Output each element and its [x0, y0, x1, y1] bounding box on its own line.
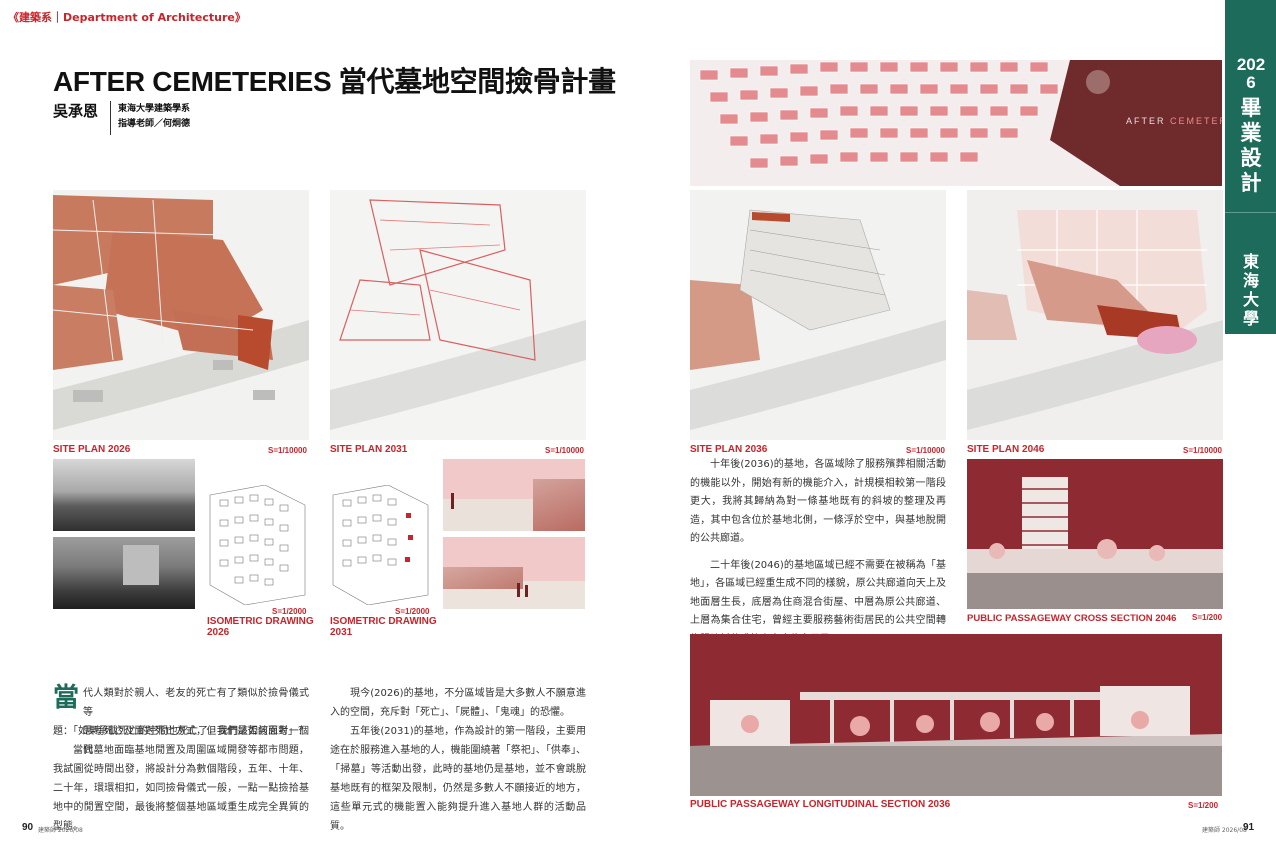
- scale-iso-2026: S=1/2000: [272, 607, 307, 616]
- scale-site-plan-2046: S=1/10000: [1183, 446, 1222, 455]
- scale-site-plan-2031: S=1/10000: [545, 446, 584, 455]
- site-plan-2036-image: [690, 190, 946, 440]
- site-photo-1: [53, 459, 195, 531]
- caption-site-plan-2031: SITE PLAN 2031: [330, 444, 408, 455]
- rendering-slope-a: [533, 479, 585, 531]
- author-divider: [110, 101, 111, 135]
- page-title: AFTER CEMETERIES 當代墓地空間撿骨計畫: [53, 66, 616, 97]
- intro-line-3: 題：「如果承載死亡的空間也死亡了，我們該如何面對」？: [53, 726, 308, 737]
- caption-iso-2026-line2: 2026: [207, 627, 230, 638]
- body-text-col-3: 十年後(2036)的基地，各區域除了服務殯葬相關活動的機能以外，開始有新的機能介…: [690, 456, 946, 649]
- hero-overlay-after: AFTER: [1126, 116, 1166, 126]
- cross-section-image: [967, 459, 1223, 609]
- intro-line-2: 思考死亡及面對死亡方式，但我們是否該思考一個問: [83, 726, 309, 756]
- page-number-left: 90: [22, 822, 34, 833]
- body-text-col-2: 現今(2026)的基地，不分區域皆是大多數人不願意進入的空間，充斥對「死亡」、「…: [330, 684, 586, 836]
- site-plan-2026-image: [53, 190, 309, 440]
- hero-overlay-title: AFTER CEMETERIES: [1126, 116, 1222, 126]
- page-number-right: 91: [1243, 822, 1255, 833]
- paragraph: 當代墓地面臨基地閒置及周圍區域開發等都市問題，我試圖從時間出發，將設計分為數個階…: [53, 745, 309, 832]
- side-tab: 2026 畢業設計 東海大學: [1225, 0, 1276, 334]
- paragraph: 五年後(2031)的基地，作為設計的第一階段，主要用途在於服務進入基地的人，機能…: [330, 726, 586, 832]
- author-advisor: 指導老師／何炯德: [118, 119, 191, 129]
- intro-line-1: 代人類對於親人、老友的死亡有了類似於撿骨儀式等: [83, 688, 309, 718]
- caption-site-plan-2046: SITE PLAN 2046: [967, 444, 1045, 455]
- author-name: 吳承恩: [53, 102, 99, 120]
- caption-iso-2031-line2: 2031: [330, 627, 353, 638]
- side-tab-label: 畢業設計: [1240, 96, 1262, 195]
- figure-person: [525, 585, 528, 597]
- isometric-2026-image: [205, 484, 310, 606]
- figure-person: [517, 583, 520, 597]
- hero-overlay-cemeteries: CEMETERIES: [1170, 116, 1222, 126]
- folio-left: 建築師 2026/08: [38, 827, 83, 834]
- caption-longitudinal-section: PUBLIC PASSAGEWAY LONGITUDINAL SECTION 2…: [690, 799, 951, 810]
- side-tab-school: 東海大學: [1242, 252, 1259, 328]
- paragraph: 現今(2026)的基地，不分區域皆是大多數人不願意進入的空間，充斥對「死亡」、「…: [330, 688, 586, 718]
- caption-site-plan-2036: SITE PLAN 2036: [690, 444, 768, 455]
- site-photo-2: [53, 537, 195, 609]
- paragraph: 十年後(2036)的基地，各區域除了服務殯葬相關活動的機能以外，開始有新的機能介…: [690, 459, 946, 544]
- scale-iso-2031: S=1/2000: [395, 607, 430, 616]
- caption-site-plan-2026: SITE PLAN 2026: [53, 444, 131, 455]
- scale-longitudinal-section: S=1/200: [1188, 801, 1219, 810]
- caption-cross-section: PUBLIC PASSAGEWAY CROSS SECTION 2046: [967, 613, 1177, 624]
- rendering-2031-a: [443, 459, 585, 531]
- rendering-2031-b: [443, 537, 585, 609]
- isometric-2031-image: [328, 484, 433, 606]
- caption-iso-2031: ISOMETRIC DRAWING 2031: [330, 616, 437, 638]
- rendering-steps-b: [443, 567, 523, 589]
- side-tab-divider: [1225, 212, 1276, 213]
- scale-cross-section: S=1/200: [1192, 613, 1223, 622]
- caption-iso-2026: ISOMETRIC DRAWING 2026: [207, 616, 314, 638]
- department-header: 《建築系｜Department of Architecture》: [8, 11, 246, 24]
- figure-person: [451, 493, 454, 509]
- scale-site-plan-2026: S=1/10000: [268, 446, 307, 455]
- hero-rendering: AFTER CEMETERIES: [690, 60, 1222, 186]
- body-text-col-1: 當 代人類對於親人、老友的死亡有了類似於撿骨儀式等 思考死亡及面對死亡方式，但我…: [53, 684, 309, 836]
- photo-building: [123, 545, 159, 585]
- drop-cap: 當: [53, 683, 80, 713]
- scale-site-plan-2036: S=1/10000: [906, 446, 945, 455]
- longitudinal-section-image: [690, 634, 1222, 796]
- caption-iso-2031-line1: ISOMETRIC DRAWING: [330, 616, 437, 627]
- folio-right: 建築師 2026/08: [1202, 827, 1247, 834]
- caption-iso-2026-line1: ISOMETRIC DRAWING: [207, 616, 314, 627]
- site-plan-2031-image: [330, 190, 586, 440]
- side-tab-year: 2026: [1236, 55, 1266, 92]
- author-affiliation: 東海大學建築學系 指導老師／何炯德: [118, 102, 190, 132]
- site-plan-2046-image: [967, 190, 1223, 440]
- author-school: 東海大學建築學系: [118, 104, 191, 114]
